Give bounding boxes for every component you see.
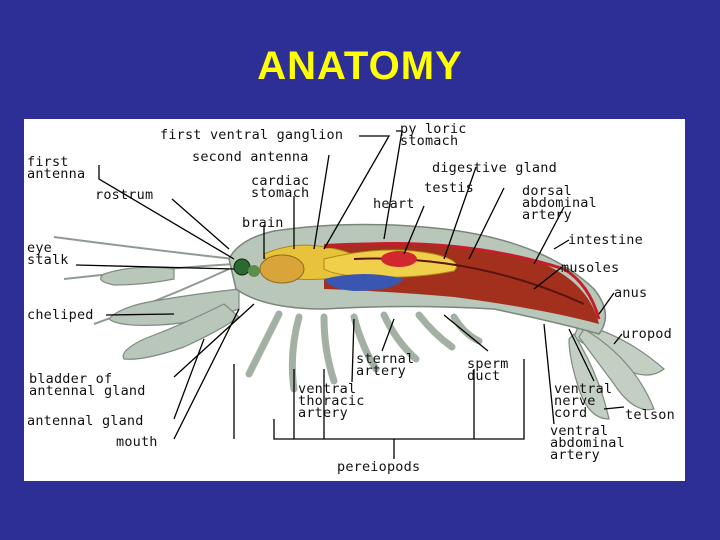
label-testis: testis bbox=[424, 180, 474, 196]
label-brain: brain bbox=[242, 215, 284, 231]
slide-title: ANATOMY bbox=[257, 44, 463, 88]
dorsal-artery-line bbox=[323, 242, 601, 320]
label-heart: heart bbox=[373, 196, 415, 212]
label-muscles: musoles bbox=[561, 260, 620, 276]
label-bladder-of-antennal-gland: bladder of antennal gland bbox=[29, 371, 146, 399]
label-eye-stalk: eye stalk bbox=[27, 240, 69, 268]
crayfish-anatomy-figure: first ventral ganglion py loric stomach … bbox=[24, 119, 685, 481]
label-first-antenna: first antenna bbox=[27, 154, 86, 182]
label-anus: anus bbox=[614, 285, 648, 301]
label-rostrum: rostrum bbox=[95, 187, 154, 203]
heart-shape bbox=[381, 251, 417, 267]
cardiac-stomach-shape bbox=[259, 254, 305, 284]
ventral-nerve-shape bbox=[324, 274, 404, 291]
label-intestine: intestine bbox=[568, 232, 643, 248]
label-mouth: mouth bbox=[116, 434, 158, 450]
label-cardiac-stomach: cardiac stomach bbox=[251, 173, 310, 201]
brain-shape bbox=[248, 265, 260, 277]
label-telson: telson bbox=[625, 407, 675, 423]
label-dorsal-abdominal-artery: dorsal abdominal artery bbox=[522, 183, 597, 223]
label-ventral-abdominal-artery: ventral abdominal artery bbox=[550, 423, 625, 463]
label-pyloric-stomach: py loric stomach bbox=[400, 121, 467, 149]
label-sternal-artery: sternal artery bbox=[356, 351, 415, 379]
label-pereiopods: pereiopods bbox=[337, 459, 421, 475]
label-ventral-nerve-cord: ventral nerve cord bbox=[554, 381, 613, 421]
label-digestive-gland: digestive gland bbox=[432, 160, 557, 176]
label-second-antenna: second antenna bbox=[192, 149, 309, 165]
pereiopods-shape bbox=[245, 310, 483, 393]
label-ventral-thoracic-artery: ventral thoracic artery bbox=[298, 381, 365, 421]
label-sperm-duct: sperm duct bbox=[467, 356, 509, 384]
eye-shape bbox=[233, 258, 251, 276]
label-uropod: uropod bbox=[622, 326, 672, 342]
crayfish-illustration bbox=[53, 130, 665, 459]
label-first-ventral-ganglion: first ventral ganglion bbox=[160, 127, 344, 143]
leader-lines bbox=[75, 130, 625, 459]
label-antennal-gland: antennal gland bbox=[27, 413, 144, 429]
cheliped-shape bbox=[100, 266, 240, 360]
label-cheliped: cheliped bbox=[27, 307, 94, 323]
